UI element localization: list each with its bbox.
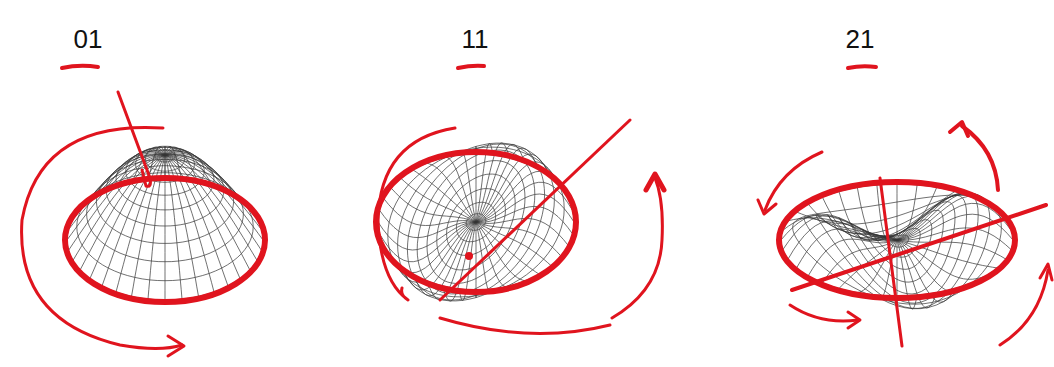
mesh-line [476, 146, 477, 222]
mesh-line [391, 188, 476, 222]
mesh-line [80, 155, 165, 270]
rotation-arrow [1000, 270, 1048, 345]
mesh-line [96, 159, 233, 243]
mesh-line [73, 155, 165, 261]
arrow-head [950, 122, 968, 136]
mesh-line [126, 147, 204, 195]
mesh-line [67, 155, 165, 240]
rim-outline [376, 152, 576, 292]
rotation-arrow [440, 318, 610, 334]
arrow-head [758, 200, 776, 214]
rotation-arrow [22, 127, 182, 348]
nodal-line [880, 178, 902, 346]
arrow-head [1040, 264, 1052, 280]
mesh-line [165, 155, 263, 240]
rotation-arrow [378, 128, 455, 300]
nodal-line [440, 120, 630, 300]
mesh-line [783, 216, 897, 250]
rim-outline [65, 178, 265, 302]
mode-label: 11 [462, 26, 489, 52]
mesh-line [476, 222, 477, 298]
red-annotations [22, 66, 1052, 356]
mode-label: 21 [846, 26, 875, 52]
mesh-line [851, 210, 944, 282]
mesh-line [456, 202, 495, 241]
membrane-mesh [67, 143, 1013, 309]
mesh-line [155, 150, 175, 162]
mesh-line [69, 155, 166, 230]
arrow-head [168, 336, 184, 356]
tick-mark [458, 66, 484, 68]
mesh-line [476, 154, 551, 222]
arrow-head [646, 174, 664, 190]
arrow-head [848, 312, 860, 328]
tick-mark [62, 66, 98, 68]
mode-label: 01 [74, 26, 103, 52]
marker-dot [465, 252, 473, 260]
tick-mark [848, 66, 876, 68]
rotation-arrow [765, 152, 822, 210]
mesh-line [466, 214, 486, 231]
mesh-line [827, 195, 966, 303]
nodal-line [792, 205, 1046, 290]
rotation-arrow [612, 178, 662, 318]
mesh-line [106, 154, 224, 226]
mesh-line [398, 143, 555, 301]
mesh-line [165, 146, 166, 180]
center-pointer [118, 92, 151, 186]
mesh-line [839, 202, 955, 294]
mesh-line [165, 155, 262, 230]
mesh-line [459, 151, 476, 222]
mesh-line [797, 229, 898, 268]
mesh-line [417, 150, 535, 294]
mesh-line [897, 240, 998, 268]
